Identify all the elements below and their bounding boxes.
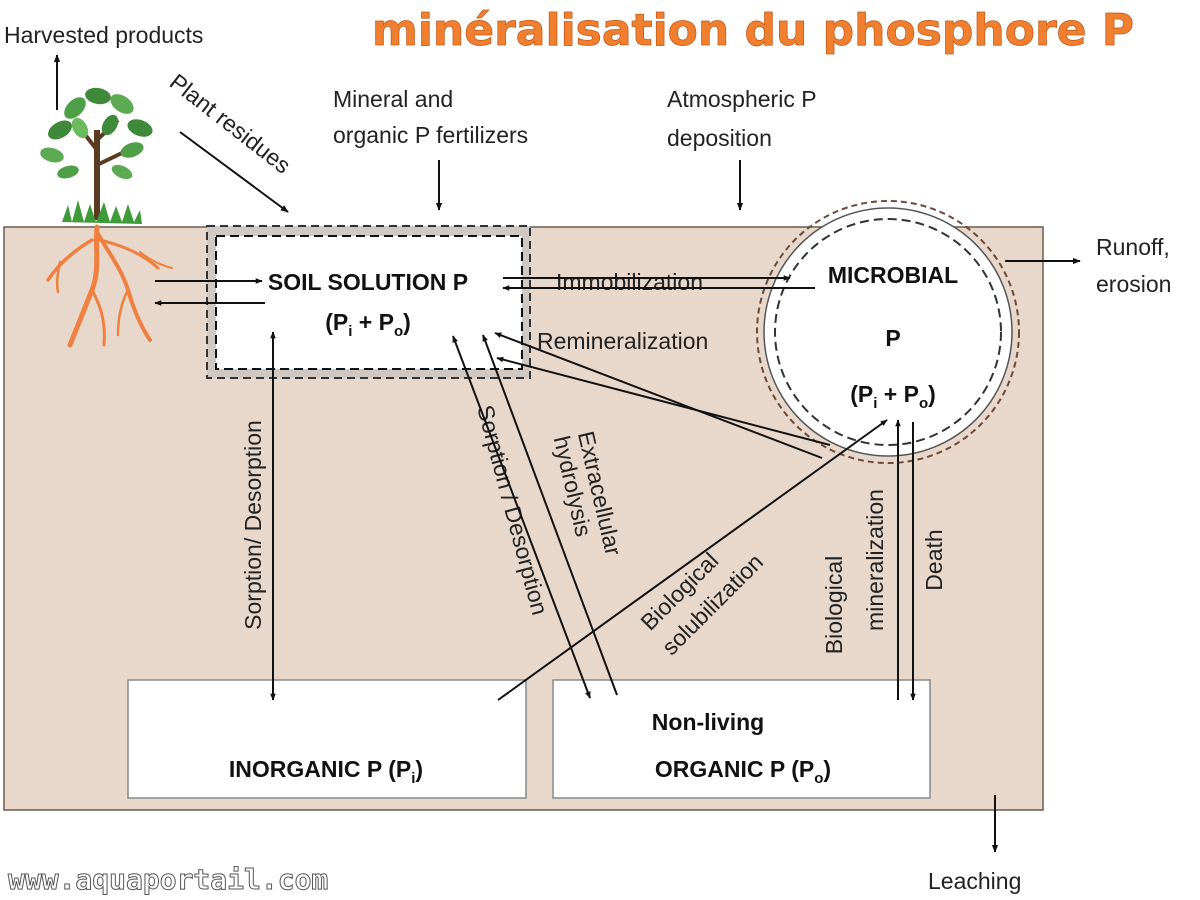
soil-solution-formula: (Pi + Po) — [325, 309, 411, 340]
microbial-label-p: P — [885, 325, 900, 351]
remineralization-label: Remineralization — [537, 328, 708, 354]
organic-p-box — [552, 679, 931, 799]
microbial-outer-ring — [756, 200, 1020, 464]
soil-solution-label: SOIL SOLUTION P — [268, 269, 468, 295]
runoff-label-2: erosion — [1096, 271, 1171, 297]
leaching-label: Leaching — [928, 868, 1021, 894]
arrow-hydrolysis — [482, 334, 618, 696]
organic-p-label: ORGANIC P (Po) — [655, 756, 831, 787]
microbial-circle — [763, 207, 1013, 457]
fertilizers-label-1: Mineral and — [333, 86, 453, 112]
mineralization-label-2: mineralization — [862, 489, 888, 631]
harvested-products-label: Harvested products — [4, 22, 203, 48]
inorganic-p-label: INORGANIC P (Pi) — [229, 756, 423, 787]
mineralization-label-1: Biological — [821, 556, 847, 654]
deposition-label-1: Atmospheric P — [667, 86, 817, 112]
diagram-title: minéralisation du phosphore P — [372, 5, 1134, 56]
arrow-solubilization — [497, 419, 888, 701]
arrow-microbial-to-solution-1 — [494, 332, 823, 459]
arrow-sorption-mid — [452, 335, 591, 699]
deposition-label-2: deposition — [667, 125, 772, 151]
plant-icon — [40, 87, 153, 224]
microbial-inner-ring — [774, 218, 1002, 446]
microbial-formula: (Pi + Po) — [850, 381, 936, 412]
organic-p-name-1: Non-living — [652, 709, 764, 735]
root-icon — [46, 224, 173, 348]
plant-residues-label: Plant residues — [165, 68, 296, 178]
sorption-left-label: Sorption/ Desorption — [240, 420, 266, 630]
arrow-microbial-to-solution-2 — [496, 356, 831, 446]
microbial-label: MICROBIAL — [828, 262, 958, 288]
immobilization-label: Immobilization — [556, 269, 703, 295]
arrow-plant-residues — [179, 131, 289, 213]
inorganic-p-box — [127, 679, 527, 799]
death-label: Death — [921, 529, 947, 590]
watermark-url: www.aquaportail.com — [8, 863, 328, 896]
fertilizers-label-2: organic P fertilizers — [333, 122, 528, 148]
runoff-label-1: Runoff, — [1096, 234, 1170, 260]
